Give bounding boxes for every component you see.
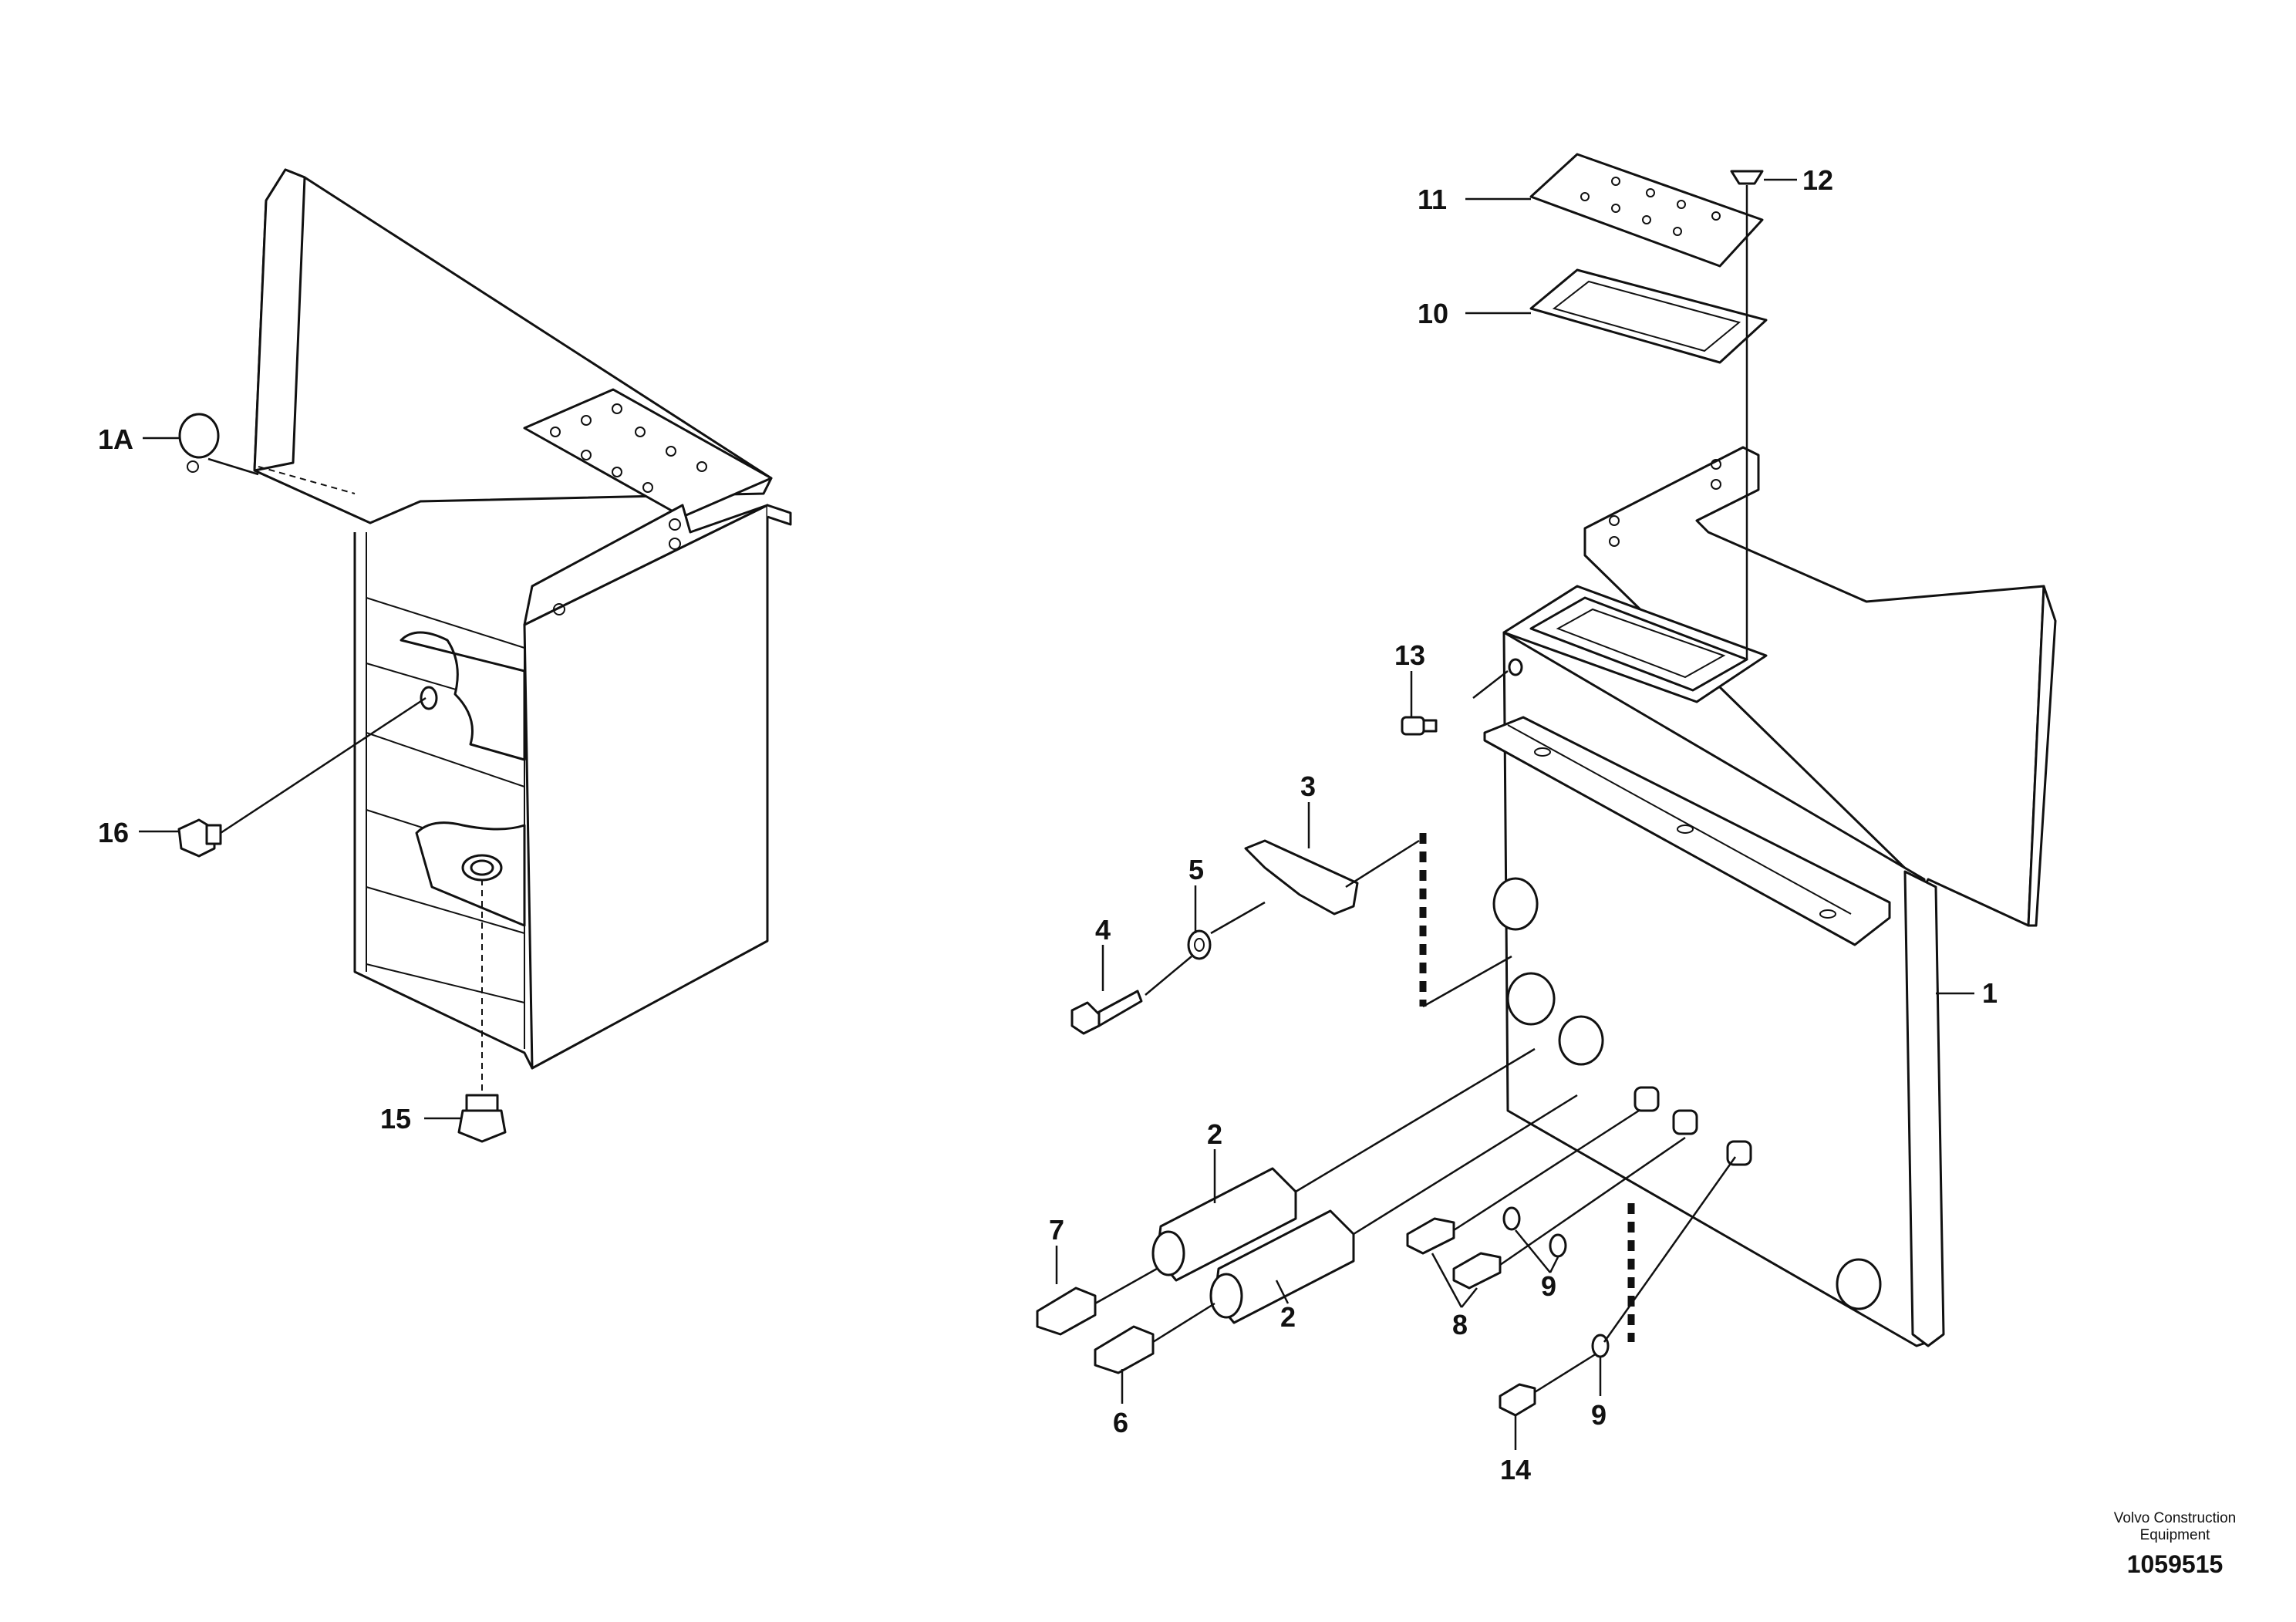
label-16: 16 <box>98 817 129 848</box>
leader-lines <box>139 178 1974 1450</box>
label-9-lower: 9 <box>1591 1399 1607 1431</box>
tank-angle-bracket <box>1483 716 1891 946</box>
label-8: 8 <box>1452 1309 1468 1340</box>
part-14-fitting <box>1499 1156 1737 1417</box>
part-15-plug <box>457 1094 507 1143</box>
tank-side-flange <box>253 168 306 472</box>
tank-left-side <box>353 532 534 1069</box>
part-12-screw <box>1730 170 1764 659</box>
part-2-filter-upper <box>1151 1047 1536 1282</box>
part-9-washers <box>1502 1206 1610 1358</box>
label-2-lower: 2 <box>1280 1301 1296 1333</box>
tank-rear-view <box>253 168 792 1095</box>
label-5: 5 <box>1188 854 1204 885</box>
tank-right-flange <box>2027 585 2057 927</box>
part-16-plug <box>177 696 426 858</box>
tank-front-view <box>1472 446 2057 1347</box>
label-11: 11 <box>1418 184 1447 215</box>
label-1a: 1A <box>98 423 133 455</box>
brand-line-1: Volvo Construction <box>2113 1510 2237 1526</box>
tank-edge-strip <box>1903 870 1945 1347</box>
label-4: 4 <box>1095 914 1111 946</box>
label-7: 7 <box>1049 1214 1064 1246</box>
label-15: 15 <box>380 1103 411 1135</box>
tank-front-tab <box>523 504 769 626</box>
tank-cutaway-upper <box>400 631 526 761</box>
part-6-fitting <box>1094 1302 1215 1374</box>
tank-top-cover <box>523 388 773 518</box>
tank-ports <box>1492 877 1882 1310</box>
label-13: 13 <box>1394 639 1425 671</box>
part-4-bolt <box>1070 990 1143 1035</box>
label-2-upper: 2 <box>1207 1118 1222 1150</box>
callout-labels: 1A 16 15 11 10 12 13 3 5 4 1 2 7 2 9 8 6… <box>98 164 1998 1485</box>
label-6: 6 <box>1113 1407 1128 1438</box>
tank-top-cover-bolts <box>550 403 707 493</box>
part-10-gasket <box>1529 268 1768 364</box>
part-11-cover <box>1529 153 1764 268</box>
drawing-footer: Volvo Construction Equipment 1059515 <box>2075 1510 2275 1579</box>
label-9-upper: 9 <box>1541 1270 1556 1302</box>
part-13-fitting <box>1401 716 1438 736</box>
brand-line-2: Equipment <box>2139 1527 2210 1543</box>
part-2-filter-lower <box>1209 1094 1578 1324</box>
part-7-fitting <box>1036 1267 1158 1336</box>
label-12: 12 <box>1802 164 1833 196</box>
label-14: 14 <box>1500 1454 1531 1485</box>
part-3-bracket <box>1244 839 1420 916</box>
label-10: 10 <box>1418 298 1448 329</box>
drawing-number: 1059515 <box>2126 1550 2224 1578</box>
label-1: 1 <box>1982 977 1998 1009</box>
part-5-washer <box>1187 929 1212 960</box>
part-1a-plug <box>178 413 259 476</box>
part-8-fittings <box>1406 1109 1686 1290</box>
label-3: 3 <box>1300 771 1316 802</box>
